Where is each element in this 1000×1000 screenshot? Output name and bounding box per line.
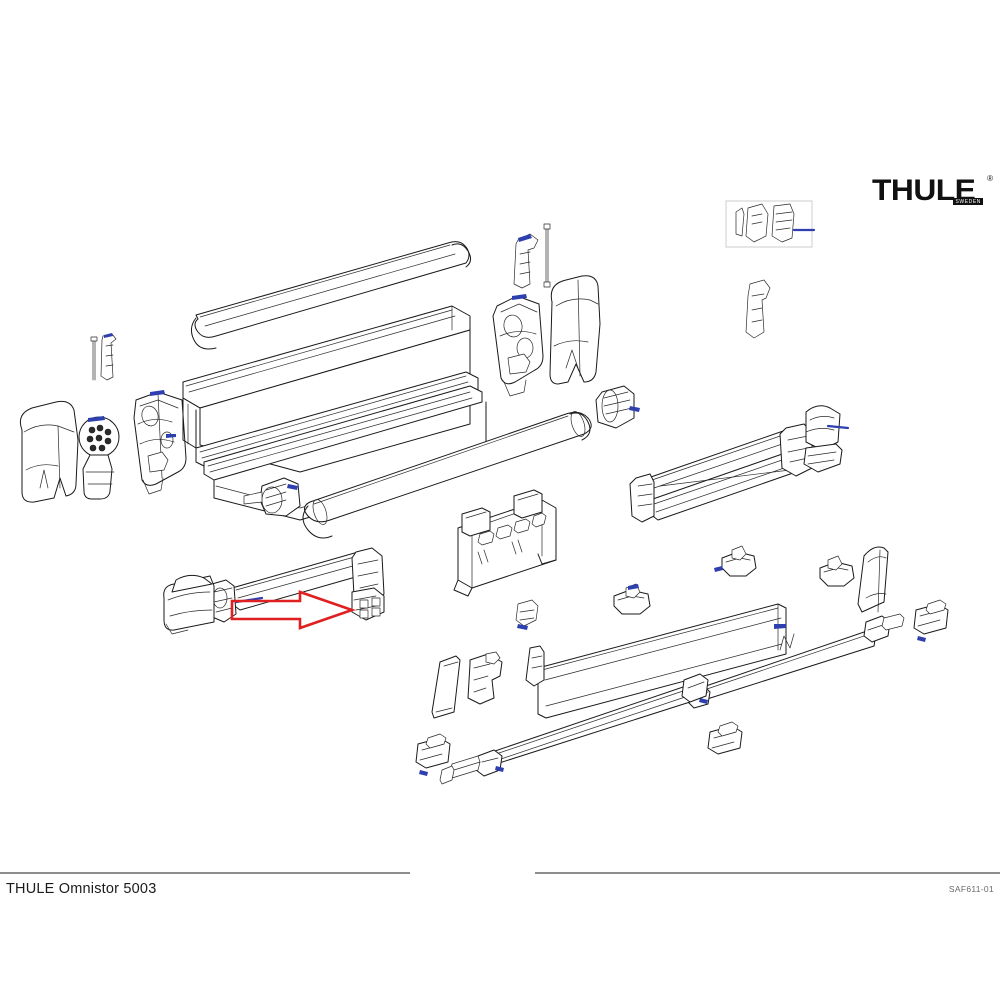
part-tension-spring-rod [543, 223, 551, 288]
part-rafter-clamp-block [913, 599, 949, 642]
footer-rule-left [0, 872, 410, 874]
part-support-foot-bracket [745, 279, 771, 339]
part-rafter-end-fitting-left [415, 733, 451, 776]
part-release-latch-lever [513, 233, 539, 289]
part-arm-elbow-joint-knuckle [351, 547, 385, 621]
part-roller-idler-end-plug [595, 385, 640, 429]
registered-mark-icon: ® [987, 174, 993, 183]
part-mounting-foot-shoe [467, 651, 503, 705]
part-fabric-retaining-clip-b [714, 545, 757, 577]
part-fabric-retaining-clip-c [819, 555, 855, 587]
part-awning-case-base-rail [182, 305, 487, 521]
part-left-end-bracket-assembly [133, 390, 187, 495]
part-right-articulated-arm [629, 405, 850, 523]
part-lead-rail-front-bar [525, 603, 787, 719]
part-side-deflector-panel [857, 546, 889, 613]
part-lock-pin-and-lever [90, 333, 117, 381]
part-wedge-spacer-block [431, 655, 461, 719]
footer-product-label: THULE Omnistor 5003 [6, 881, 157, 897]
part-wall-mounting-bracket [453, 489, 557, 597]
part-roller-drive-end-plug [243, 477, 301, 517]
footer-drawing-number: SAF611-01 [948, 884, 994, 894]
part-fabric-roller-tube [302, 411, 592, 539]
part-rafter-end-fitting-right [707, 721, 743, 755]
part-fabric-retaining-clip-a [613, 583, 651, 615]
part-tension-rafter-front [439, 673, 709, 785]
highlight-arrow-icon [230, 590, 356, 630]
part-left-articulated-arm [163, 547, 385, 635]
part-awning-case-top-cover [190, 241, 472, 350]
detail-inset-box [725, 200, 816, 248]
part-right-end-gear-mechanism [492, 294, 544, 397]
part-right-end-cap-cover [549, 275, 601, 385]
footer-rule-right [535, 872, 1000, 874]
part-tension-rafter-rear [687, 613, 905, 709]
brand-tagline: SWEDEN [953, 198, 983, 205]
part-lead-rail-end-cap-left [515, 599, 539, 630]
part-crank-gear-hub [78, 416, 120, 500]
part-left-end-cap-cover [19, 400, 79, 503]
thule-logo: THULE ® SWEDEN [872, 174, 993, 206]
